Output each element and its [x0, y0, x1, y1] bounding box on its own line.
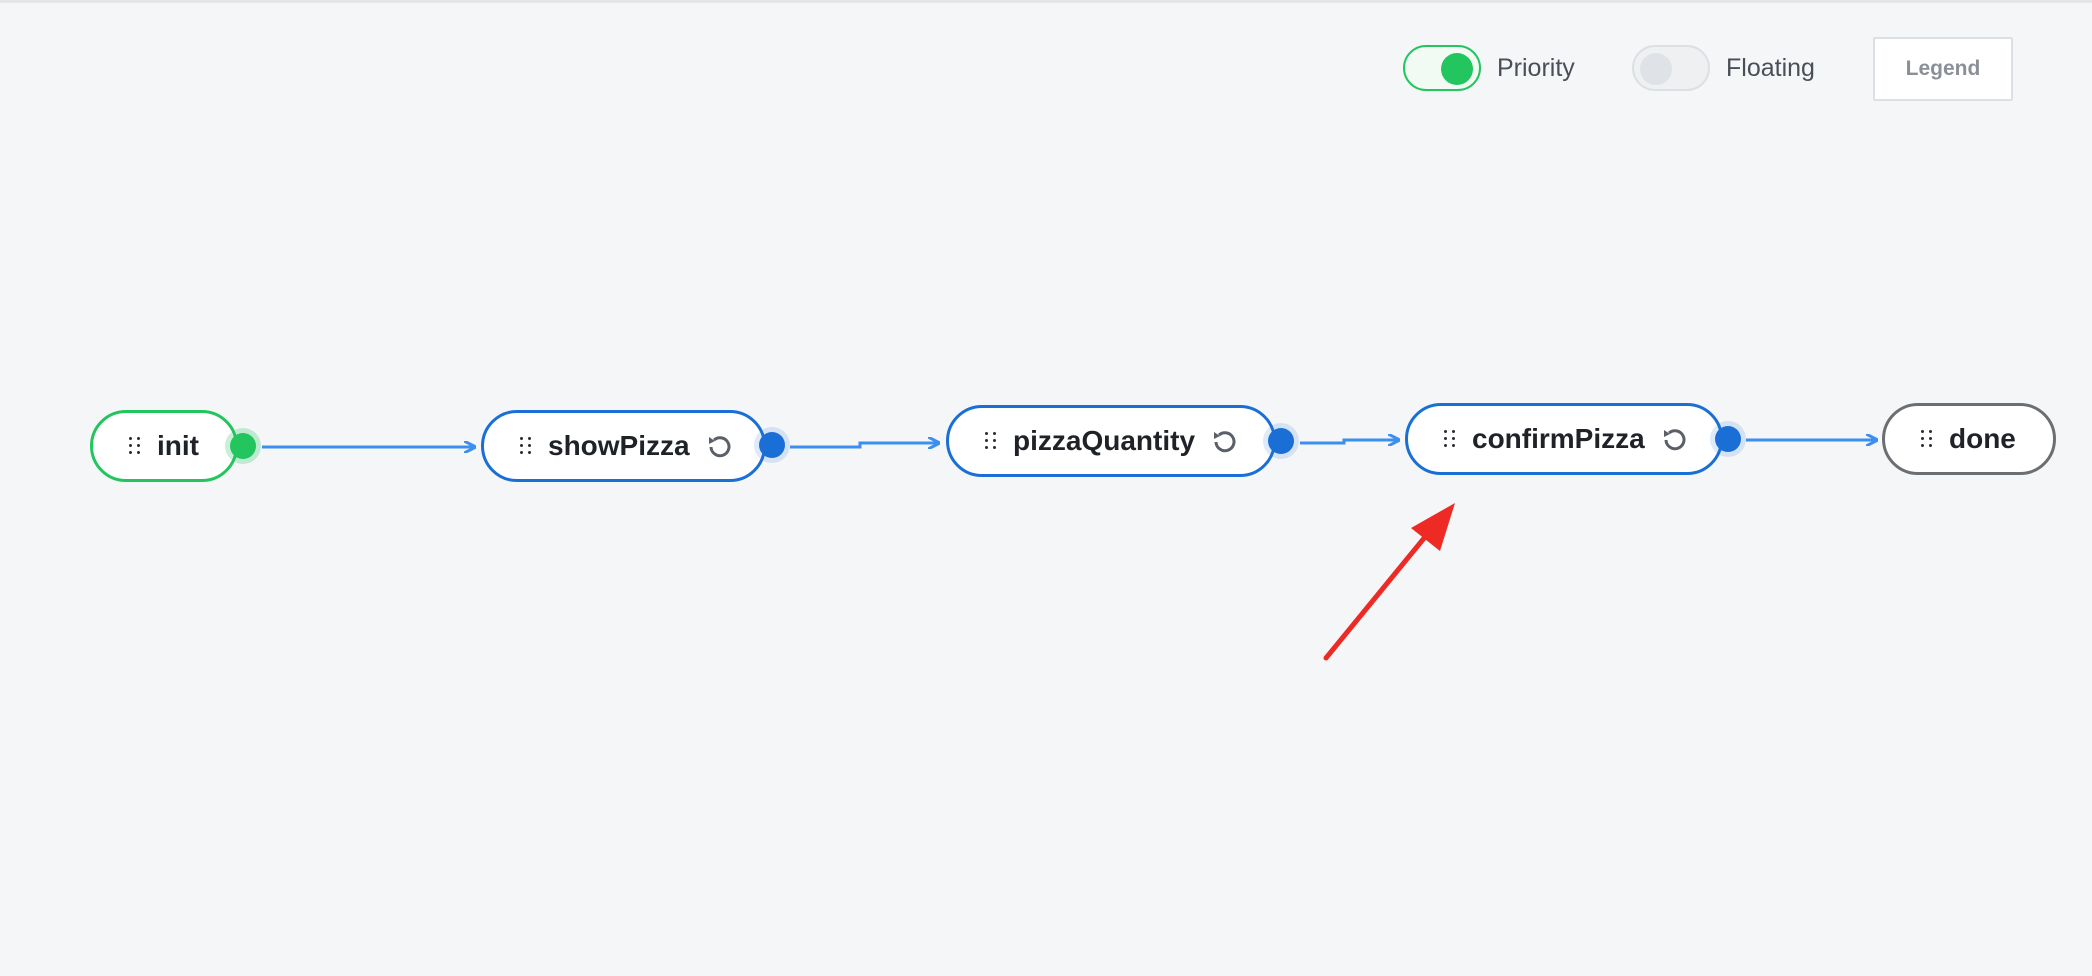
output-port-init[interactable] [230, 433, 256, 459]
floating-toggle[interactable]: Floating [1632, 45, 1815, 91]
floating-switch[interactable] [1632, 45, 1710, 91]
drag-handle-icon[interactable] [1921, 430, 1933, 448]
node-label: showPizza [548, 430, 690, 461]
drag-handle-icon[interactable] [520, 437, 532, 455]
node-label: done [1949, 423, 2016, 454]
flow-node-done[interactable]: done [1882, 403, 2056, 475]
floating-switch-knob [1640, 53, 1672, 85]
drag-handle-icon[interactable] [129, 437, 141, 455]
output-port-pizzaquantity[interactable] [1268, 428, 1294, 454]
node-label: confirmPizza [1472, 423, 1645, 454]
retry-icon[interactable] [1211, 427, 1239, 455]
flow-node-pizzaquantity[interactable]: pizzaQuantity [946, 405, 1276, 477]
node-label: pizzaQuantity [1013, 425, 1196, 456]
edge-pizzaquantity-confirmpizza [1300, 440, 1398, 443]
priority-switch-knob [1441, 53, 1473, 85]
output-port-showpizza[interactable] [759, 432, 785, 458]
top-divider [0, 0, 2092, 3]
priority-switch[interactable] [1403, 45, 1481, 91]
flow-node-init[interactable]: init [90, 410, 238, 482]
floating-label: Floating [1726, 53, 1815, 82]
drag-handle-icon[interactable] [985, 432, 997, 450]
retry-icon[interactable] [1661, 425, 1689, 453]
priority-toggle[interactable]: Priority [1403, 45, 1575, 91]
legend-button[interactable]: Legend [1873, 37, 2013, 101]
output-port-confirmpizza[interactable] [1715, 426, 1741, 452]
edge-showpizza-pizzaquantity [790, 443, 938, 447]
drag-handle-icon[interactable] [1444, 430, 1456, 448]
node-label: init [157, 430, 199, 461]
priority-label: Priority [1497, 53, 1575, 82]
retry-icon[interactable] [706, 432, 734, 460]
flow-node-confirmpizza[interactable]: confirmPizza [1405, 403, 1723, 475]
